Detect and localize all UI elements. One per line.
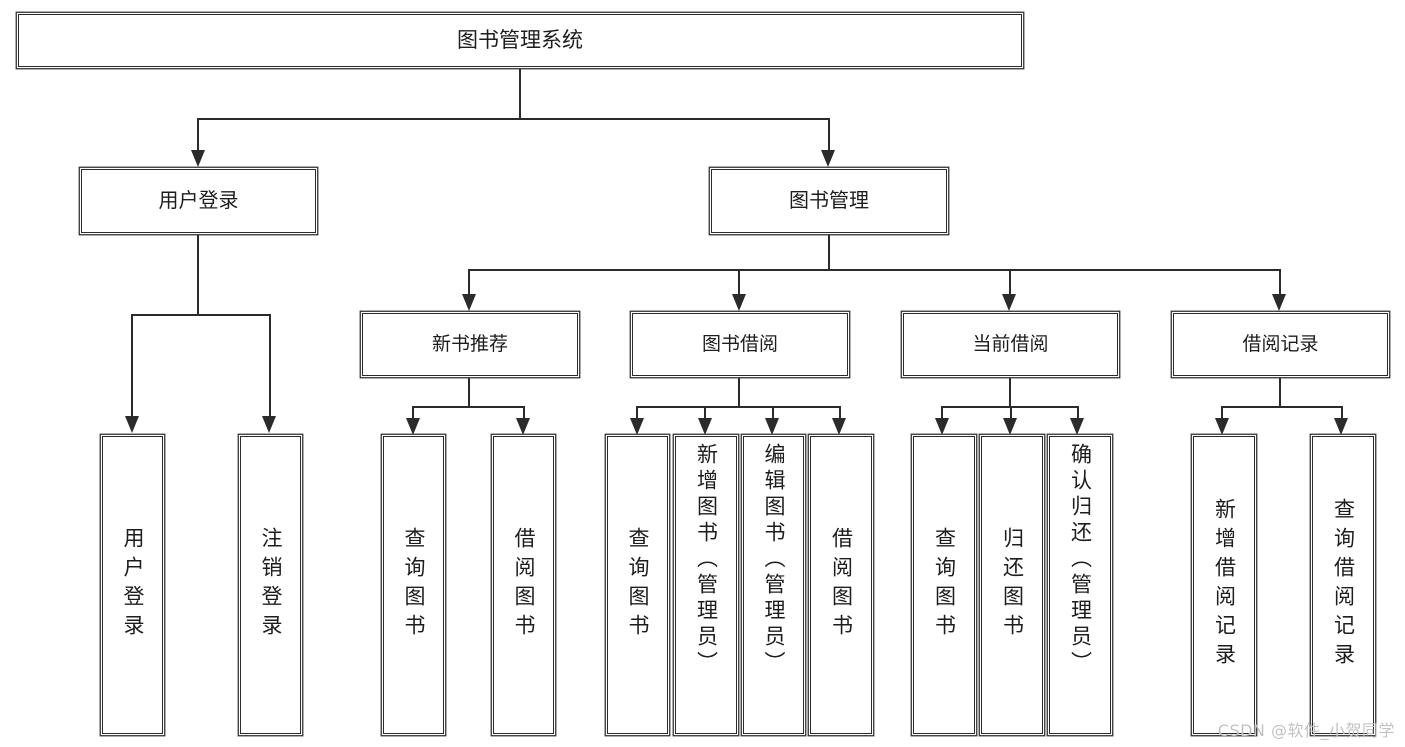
- connector-borrow-record-bus: [1221, 406, 1343, 409]
- arrowhead-bb-edit: [765, 418, 780, 435]
- arrowhead-bb-borrow: [832, 418, 847, 435]
- leaf-bb-edit-book-admin[interactable]: 编辑图书（管理员）: [743, 436, 804, 734]
- connector-level2-bus: [197, 118, 830, 121]
- node-label: 借阅记录: [1242, 333, 1319, 356]
- arrowhead-book-management: [821, 150, 836, 167]
- node-label: 借阅图书: [512, 527, 536, 643]
- node-label: 新书推荐: [431, 333, 508, 356]
- node-label: 查询借阅记录: [1331, 498, 1356, 672]
- node-label: 新增图书（管理员）: [694, 443, 719, 677]
- node-label: 用户登录: [158, 188, 239, 213]
- connector-borrow-record-stem: [1278, 376, 1281, 408]
- node-label: 归还图书: [1000, 527, 1025, 643]
- node-label: 查询图书: [402, 527, 426, 643]
- arrowhead-nb-borrow: [516, 418, 531, 435]
- node-label: 新增借阅记录: [1212, 498, 1237, 672]
- node-label: 注销登录: [259, 527, 283, 643]
- connector-drop-book-management: [827, 118, 830, 153]
- connector-drop-book-borrow: [738, 269, 741, 296]
- leaf-br-query-record[interactable]: 查询借阅记录: [1312, 436, 1374, 734]
- connector-drop-cb-query: [941, 406, 944, 420]
- connector-new-book-stem: [468, 376, 471, 408]
- connector-drop-nb-query: [412, 406, 415, 420]
- connector-user-login-bus: [131, 314, 271, 317]
- connector-drop-current-borrow: [1008, 269, 1011, 296]
- arrowhead-bb-add: [697, 418, 712, 435]
- leaf-bb-query-book[interactable]: 查询图书: [607, 436, 668, 734]
- leaf-cb-confirm-return-admin[interactable]: 确认归还（管理员）: [1049, 436, 1111, 734]
- connector-drop-br-add: [1221, 406, 1224, 420]
- connector-current-borrow-stem: [1008, 376, 1011, 408]
- connector-user-login-stem: [197, 233, 200, 316]
- arrowhead-cb-return: [1003, 418, 1018, 435]
- arrowhead-br-query: [1334, 418, 1349, 435]
- arrowhead-user-login: [190, 150, 205, 167]
- connector-drop-new-book: [468, 269, 471, 296]
- leaf-logout[interactable]: 注销登录: [240, 436, 301, 734]
- node-label: 查询图书: [626, 527, 650, 643]
- arrowhead-leaf-logout: [262, 416, 277, 433]
- node-label: 图书借阅: [701, 333, 778, 356]
- leaf-bb-borrow-book[interactable]: 借阅图书: [810, 436, 872, 734]
- connector-book-management-stem: [827, 233, 830, 271]
- node-label: 图书管理系统: [457, 28, 583, 53]
- arrowhead-cb-confirm: [1070, 418, 1085, 435]
- connector-book-borrow-bus: [636, 406, 841, 409]
- node-label: 用户登录: [121, 527, 145, 643]
- connector-drop-nb-borrow: [522, 406, 525, 420]
- connector-drop-leaf-user-login: [131, 314, 134, 419]
- csdn-watermark: CSDN @软件_小贺同学: [1217, 721, 1395, 740]
- connector-level3-bus: [468, 269, 1280, 272]
- connector-drop-user-login: [197, 118, 200, 153]
- connector-drop-bb-edit: [771, 406, 774, 420]
- node-label: 图书管理: [789, 188, 869, 213]
- connector-drop-br-query: [1340, 406, 1343, 420]
- leaf-nb-query-book[interactable]: 查询图书: [383, 436, 444, 734]
- arrowhead-leaf-user-login: [124, 416, 139, 433]
- arrowhead-new-book: [461, 294, 476, 311]
- connector-root-stem: [518, 67, 522, 119]
- arrowhead-br-add: [1214, 418, 1229, 435]
- leaf-cb-query-book[interactable]: 查询图书: [913, 436, 975, 734]
- node-label: 编辑图书（管理员）: [762, 443, 786, 677]
- connector-book-borrow-stem: [738, 376, 741, 408]
- leaf-br-add-record[interactable]: 新增借阅记录: [1193, 436, 1255, 734]
- node-current-borrow[interactable]: 当前借阅: [903, 313, 1118, 376]
- connector-drop-bb-query: [636, 406, 639, 420]
- connector-drop-cb-confirm: [1076, 406, 1079, 420]
- connector-drop-bb-borrow: [838, 406, 841, 420]
- arrowhead-nb-query: [405, 418, 420, 435]
- node-label: 借阅图书: [829, 527, 854, 643]
- connector-drop-cb-return: [1009, 406, 1012, 420]
- leaf-user-login[interactable]: 用户登录: [102, 436, 163, 734]
- arrowhead-bb-query: [629, 418, 644, 435]
- connector-drop-leaf-logout: [268, 314, 271, 419]
- leaf-cb-return-book[interactable]: 归还图书: [981, 436, 1043, 734]
- node-book-management-system[interactable]: 图书管理系统: [18, 14, 1022, 67]
- node-new-book-recommend[interactable]: 新书推荐: [362, 313, 578, 376]
- connector-drop-borrow-record: [1278, 269, 1281, 296]
- leaf-nb-borrow-book[interactable]: 借阅图书: [493, 436, 554, 734]
- node-borrow-record[interactable]: 借阅记录: [1173, 313, 1388, 376]
- node-label: 当前借阅: [972, 333, 1049, 356]
- arrowhead-borrow-record: [1272, 294, 1287, 311]
- node-book-borrow[interactable]: 图书借阅: [632, 313, 848, 376]
- arrowhead-current-borrow: [1002, 294, 1017, 311]
- node-label: 查询图书: [932, 527, 957, 643]
- arrowhead-cb-query: [934, 418, 949, 435]
- arrowhead-book-borrow: [731, 294, 746, 311]
- node-label: 确认归还（管理员）: [1068, 443, 1093, 677]
- node-user-login[interactable]: 用户登录: [81, 169, 316, 233]
- connector-new-book-bus: [412, 406, 525, 409]
- leaf-bb-add-book-admin[interactable]: 新增图书（管理员）: [675, 436, 737, 734]
- node-book-management[interactable]: 图书管理: [711, 169, 947, 233]
- connector-drop-bb-add: [704, 406, 707, 420]
